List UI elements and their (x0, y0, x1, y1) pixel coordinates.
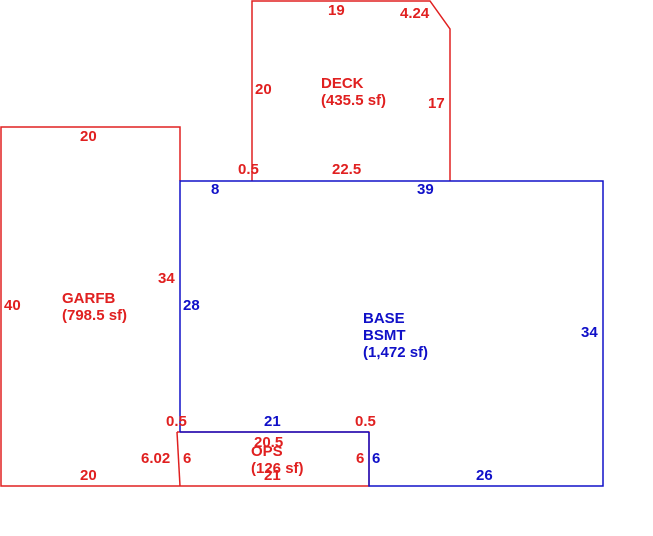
ops-left-dim: 6 (183, 450, 191, 467)
ops-area-sf: (126 sf) (251, 460, 304, 477)
garfb-top-dim: 20 (80, 128, 97, 145)
base-bottom-mid-dim: 21 (264, 413, 281, 430)
base-top-right-dim: 39 (417, 181, 434, 198)
deck-area-sf: (435.5 sf) (321, 92, 386, 109)
base-outline (179, 180, 604, 487)
garfb-area-sf: (798.5 sf) (62, 307, 127, 324)
garfb-step-line (176, 431, 181, 487)
deck-top-dim: 19 (328, 2, 345, 19)
base-area-sf: (1,472 sf) (363, 344, 428, 361)
base-bottom-right-dim: 26 (476, 467, 493, 484)
deck-diag-dim: 4.24 (400, 5, 430, 22)
garfb-area-name: GARFB (62, 290, 115, 307)
deck-outline (251, 0, 451, 181)
garfb-left-dim: 40 (4, 297, 21, 314)
base-notch-right-dim: 6 (372, 450, 380, 467)
base-top-left-dim: 8 (211, 181, 219, 198)
base-left-dim: 28 (183, 297, 200, 314)
deck-area-name: DECK (321, 75, 364, 92)
deck-left-dim: 20 (255, 81, 272, 98)
garfb-outline (0, 126, 181, 487)
base-area-name-1: BASE (363, 310, 405, 327)
garfb-right-dim: 34 (158, 270, 175, 287)
garfb-step-len-dim: 6.02 (141, 450, 170, 467)
ops-area-name: OPS (251, 443, 283, 460)
deck-right-dim: 17 (428, 95, 445, 112)
deck-bottom-dim: 22.5 (332, 161, 361, 178)
ops-step-dim: 0.5 (355, 413, 376, 430)
deck-step-dim: 0.5 (238, 161, 259, 178)
base-right-dim: 34 (581, 324, 598, 341)
ops-bottom-dim: 21 (264, 467, 281, 484)
garfb-step-dim: 0.5 (166, 413, 187, 430)
ops-top-dim: 20.5 (254, 434, 283, 451)
garfb-bottom-dim: 20 (80, 467, 97, 484)
ops-right-dim: 6 (356, 450, 364, 467)
base-area-name-2: BSMT (363, 327, 406, 344)
